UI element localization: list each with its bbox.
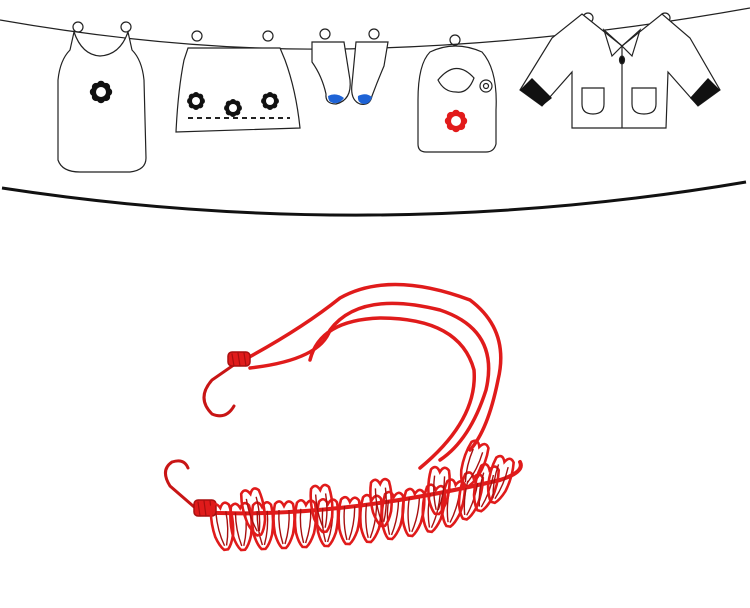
socks-icon [311,28,389,105]
jacket-icon [519,12,721,129]
divider-curve [1,180,747,217]
cord-loop-mid [248,301,491,462]
bottom-hook-icon [164,459,217,517]
cord-loop-inner [308,316,476,470]
skirt-icon [175,30,301,133]
baby-vest-icon [57,21,147,173]
bib-icon [417,34,497,153]
red-clothesline-product [164,282,523,553]
cord-loop-outer [238,282,503,452]
top-hook-icon [202,351,251,418]
clothes-line-illustration [0,7,750,217]
clothespins-row [207,437,518,553]
